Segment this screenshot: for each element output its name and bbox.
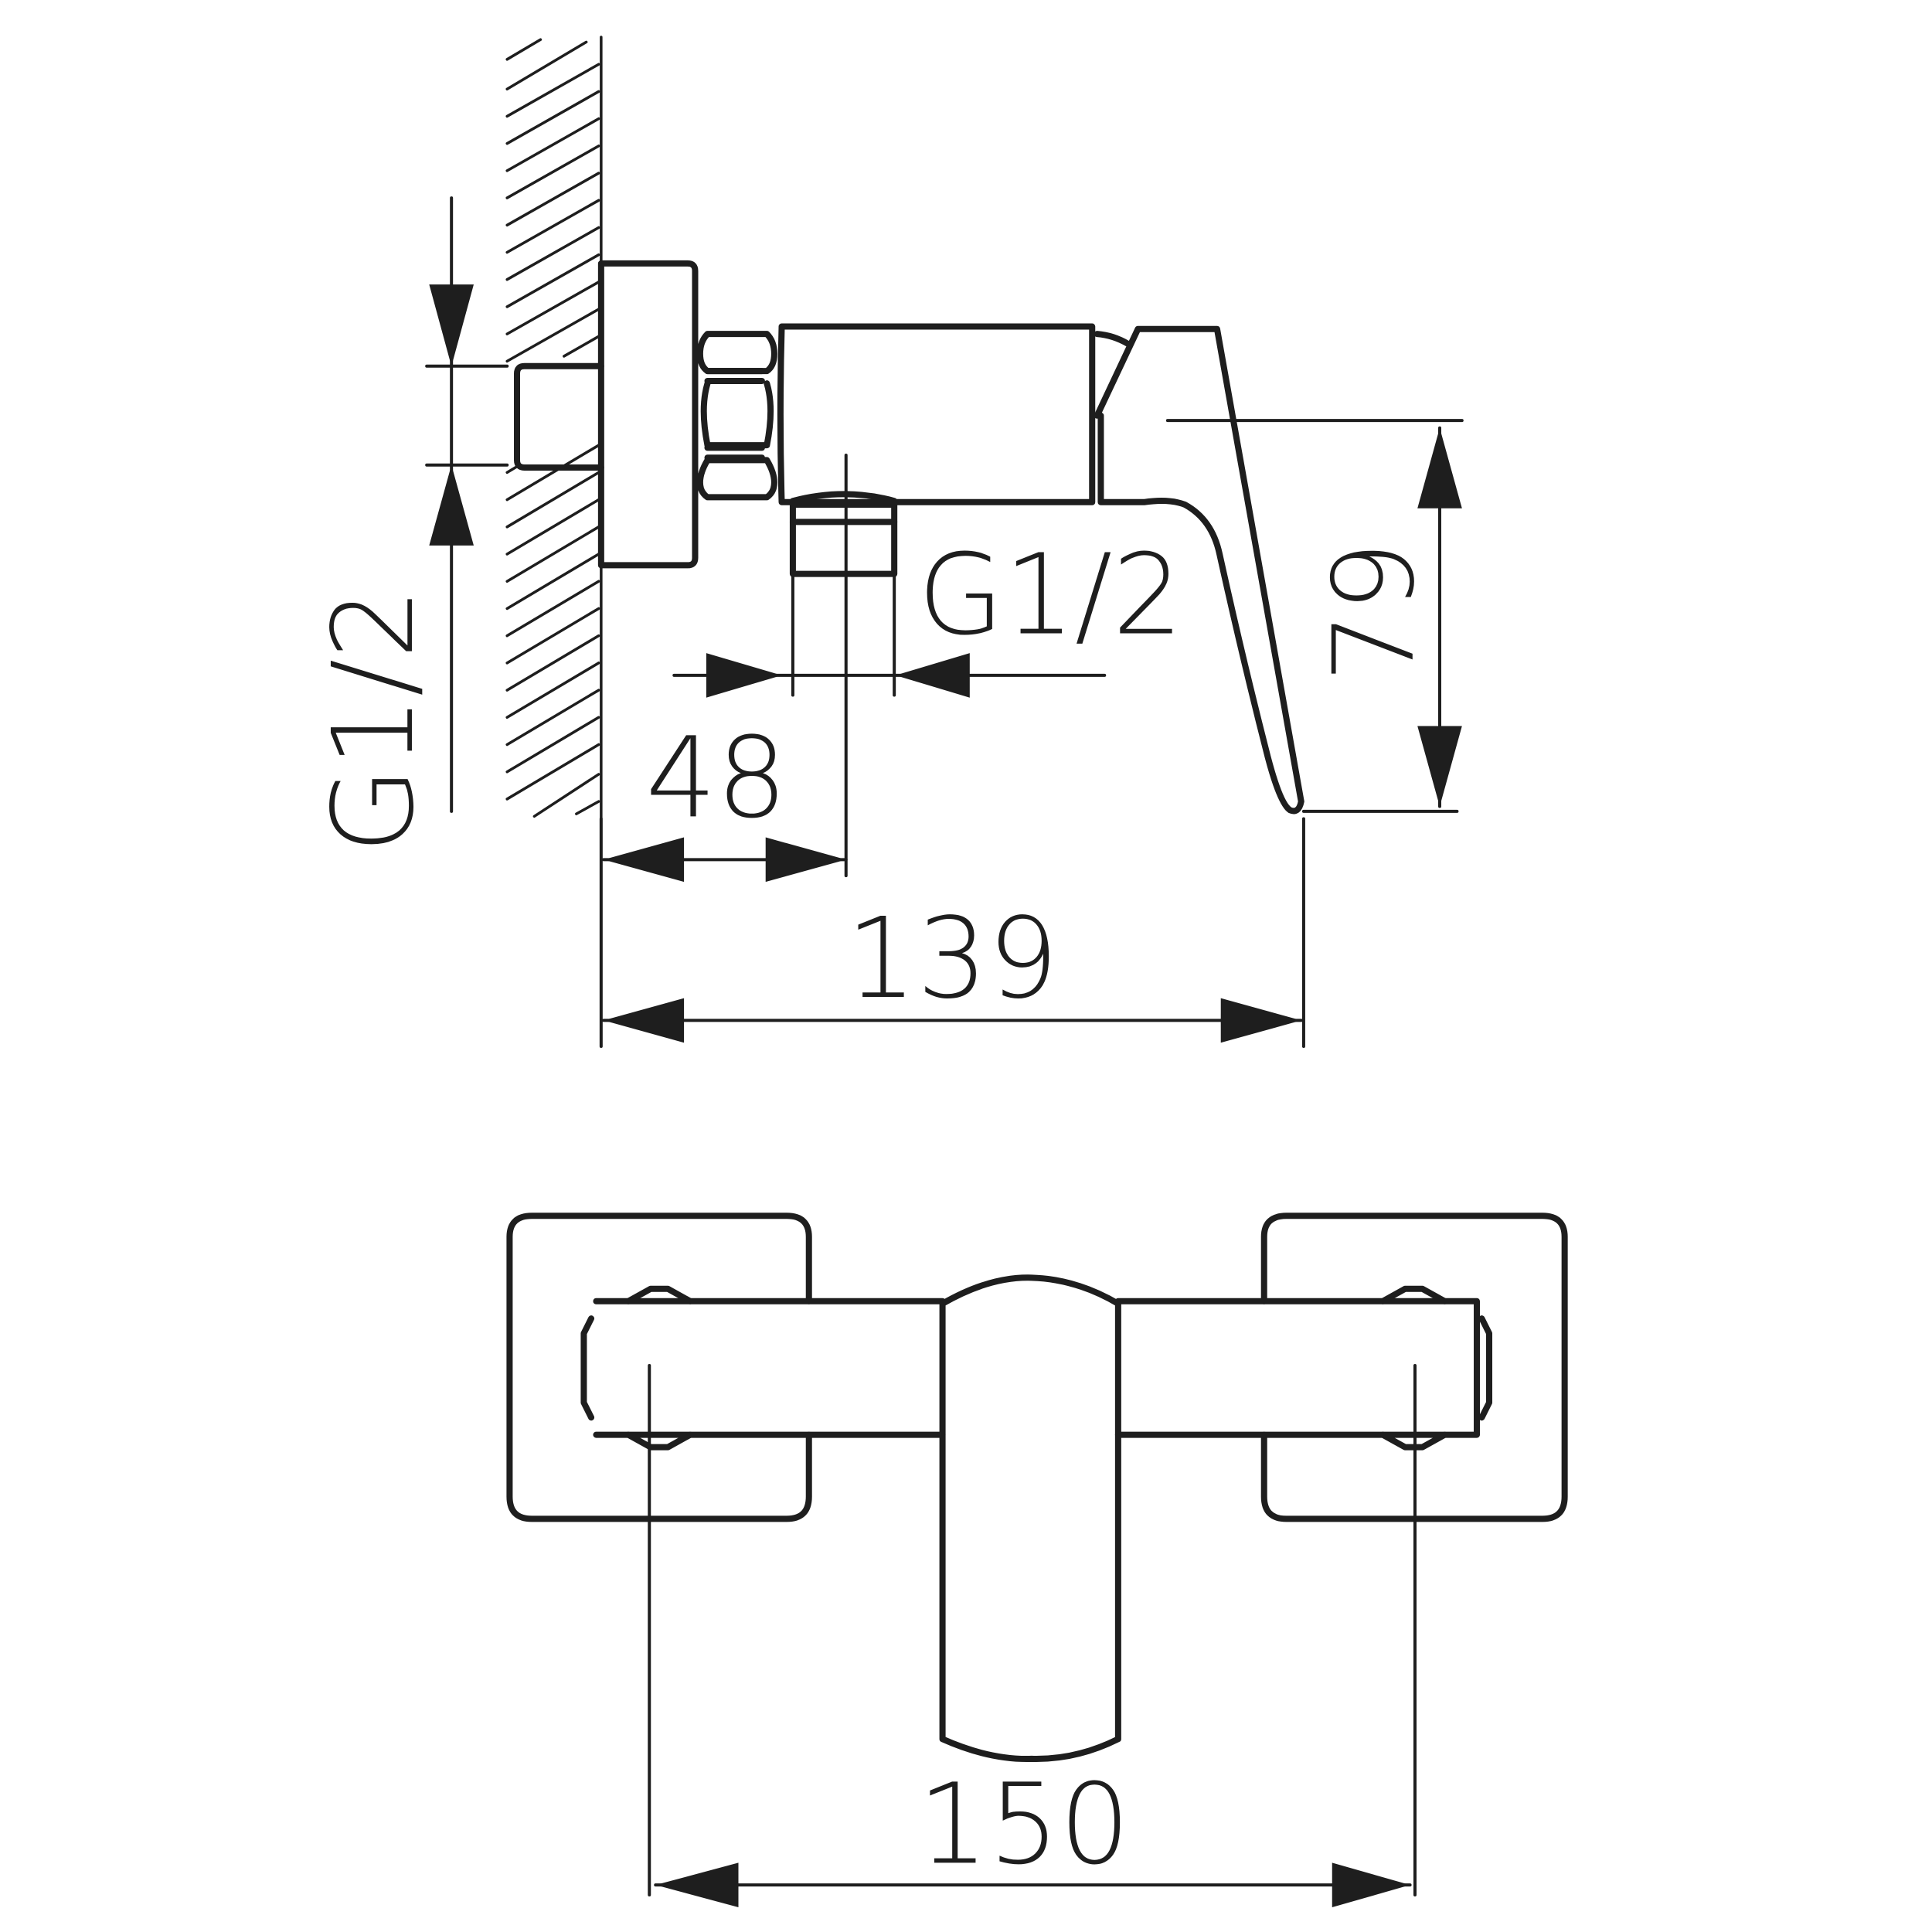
mixer-body xyxy=(777,323,1096,505)
outlet-offset-dimension: 48 xyxy=(602,453,848,883)
inlet-spacing-dimension: 150 xyxy=(648,1363,1417,1907)
inlet-pipe xyxy=(514,362,604,471)
lever-height-dimension: 79 xyxy=(1165,419,1464,808)
inlet-thread-label: G1/2 xyxy=(308,588,438,853)
projection-dimension: 139 xyxy=(599,809,1459,1049)
lever-handle xyxy=(1094,325,1304,815)
projection-label: 139 xyxy=(846,893,1059,1023)
inlet-spacing-label: 150 xyxy=(918,1759,1131,1889)
wall-hatching xyxy=(505,36,603,821)
right-eccentric-nut xyxy=(1379,1285,1493,1451)
left-wall-plate xyxy=(506,1213,812,1522)
cartridge-cap xyxy=(1094,331,1131,347)
lever-top xyxy=(939,1274,1121,1762)
outlet-offset-label: 48 xyxy=(645,713,787,842)
mixer-body-bar xyxy=(593,1298,1481,1438)
connection-nut xyxy=(696,331,777,501)
lever-height-label: 79 xyxy=(1309,541,1439,682)
outlet-thread-dimension: G1/2 xyxy=(672,529,1183,698)
wall-flange xyxy=(597,260,699,569)
outlet-thread-label: G1/2 xyxy=(918,529,1183,659)
inlet-thread-dimension: G1/2 xyxy=(308,196,509,853)
top-view: 150 xyxy=(506,1213,1568,1907)
left-eccentric-nut xyxy=(580,1285,694,1451)
right-wall-plate xyxy=(1260,1213,1568,1522)
outlet-connector xyxy=(789,491,898,577)
side-view: G1/2 G1/2 48 139 xyxy=(308,36,1464,1049)
